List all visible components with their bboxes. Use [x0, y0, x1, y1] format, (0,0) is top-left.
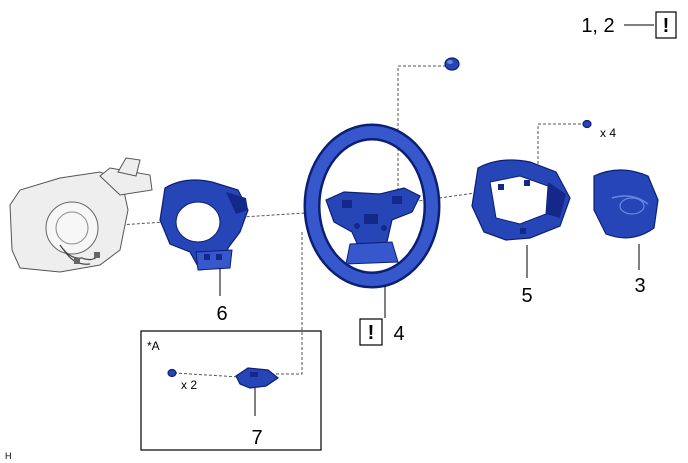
caution-mark-text: ! — [368, 322, 375, 344]
part-4-steering-wheel — [303, 123, 441, 289]
part-number-6: 6 — [216, 303, 227, 325]
inset-detail-a: *A x 2 7 — [140, 330, 322, 451]
caution-mark-part-4: ! — [359, 318, 383, 346]
part-6-lower-cover — [159, 179, 249, 271]
part-number-3: 3 — [634, 275, 645, 297]
part-number-4: 4 — [393, 323, 404, 345]
screw-icon — [444, 57, 460, 71]
illustration-code: H — [5, 451, 12, 461]
part-number-7: 7 — [251, 427, 262, 449]
part-5-upper-cover — [471, 159, 571, 241]
leader-lines — [219, 24, 654, 416]
inset-tag: *A — [147, 339, 160, 353]
screw-icon — [167, 368, 177, 378]
caution-mark-top: ! — [655, 11, 677, 39]
part-7-switch-bracket — [235, 367, 280, 389]
part-3-horn-pad — [593, 169, 659, 239]
steering-column-assembly — [9, 157, 153, 273]
caution-mark-text: ! — [663, 15, 670, 37]
screw-icon — [582, 119, 592, 129]
ref-label-1-2: 1, 2 — [581, 15, 614, 37]
quantity-label-part-7-screws: x 2 — [181, 378, 197, 392]
quantity-label-part-5-screws: x 4 — [600, 126, 616, 140]
part-number-5: 5 — [521, 285, 532, 307]
